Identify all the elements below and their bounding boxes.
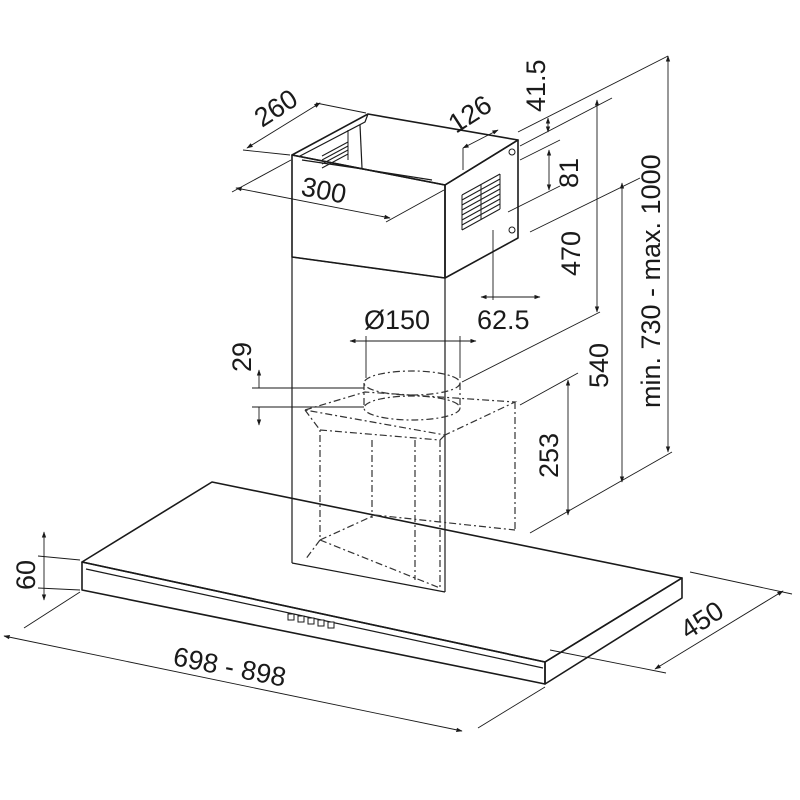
canopy [81,481,683,685]
control-button [307,617,315,625]
motor-housing-hidden [304,370,518,589]
label-hood-depth: 450 [675,595,729,645]
label-outlet-offset: 126 [443,89,497,139]
upper-chimney [291,113,519,279]
side-vent-grille [461,173,501,231]
control-panel [287,613,335,629]
canopy-side-face [544,577,683,685]
label-duct-diameter: Ø150 [364,305,430,335]
label-chimney-depth: 260 [249,83,303,133]
upper-chimney-side [444,139,519,279]
canopy-top-face [81,481,683,663]
label-lower-chimney: 540 [584,343,614,388]
rear-vent [321,130,349,169]
label-chimney-width: 300 [299,171,349,209]
upper-chimney-top [291,113,519,186]
outlet-collar-bottom [363,395,461,421]
control-button [287,613,295,621]
dimension-lines [3,55,793,733]
label-total-height: min. 730 - max. 1000 [636,154,666,408]
motor-top-hidden [304,391,518,436]
label-vent-height: 81 [554,158,584,188]
control-button [327,621,335,629]
label-canopy-thickness: 60 [11,560,41,590]
label-side-offset: 62.5 [477,305,530,335]
label-hood-width: 698 - 898 [171,641,289,692]
label-upper-chimney: 470 [556,231,586,276]
label-motor-height: 253 [534,433,564,478]
label-top-gap: 41.5 [521,59,551,112]
label-collar-height: 29 [227,342,257,372]
control-button [317,619,325,627]
control-button [297,615,305,623]
